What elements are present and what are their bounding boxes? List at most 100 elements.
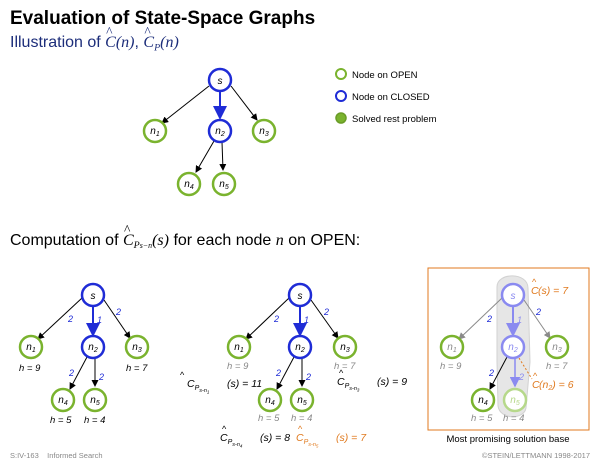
- node-label-n2: n2: [508, 342, 518, 354]
- node-n2: [207, 118, 233, 144]
- page-title: Evaluation of State-Space Graphs: [10, 8, 316, 29]
- annotation-n2-leader: [518, 357, 533, 380]
- node-n2: [287, 334, 313, 360]
- cost-n3-hat: ^: [339, 368, 344, 378]
- cost-n1-symbol: CPs-n1: [187, 378, 210, 395]
- h-n4: h = 5: [258, 413, 280, 424]
- edge-cost-n2-n5: 2: [518, 372, 524, 382]
- section-suffix: on OPEN:: [288, 232, 361, 249]
- cost-n3-value: (s) = 9: [377, 376, 407, 388]
- node-s: [207, 67, 233, 93]
- node-label-n1: n1: [150, 126, 160, 138]
- node-n5: [82, 387, 108, 413]
- node-label-n3: n3: [552, 342, 562, 354]
- node-label-n4: n4: [478, 395, 488, 407]
- node-n3: [251, 118, 277, 144]
- h-n4: h = 5: [50, 415, 72, 426]
- node-label-s: s: [298, 291, 303, 302]
- annotation-s: C ^ (s) = 7: [531, 277, 569, 297]
- legend-solved-icon: [335, 112, 347, 124]
- subtitle-prefix: Illustration of: [10, 34, 101, 51]
- edge-n2-n4: [489, 356, 508, 390]
- cost-n1-hat: ^: [180, 370, 185, 380]
- footer-copyright: ©STEIN/LETTMANN 1998-2017: [481, 451, 590, 460]
- edge-s-n3: [523, 299, 551, 339]
- subtitle-term-cp: CP(n): [143, 24, 178, 53]
- annotation-s-value: (s) = 7: [538, 285, 569, 297]
- edge-n2-n5: [219, 141, 227, 171]
- node-n4: [176, 171, 202, 197]
- node-n3: [332, 334, 358, 360]
- node-label-n1: n1: [447, 342, 457, 354]
- edge-cost-s-n2: 1: [97, 315, 102, 325]
- h-n1: h = 9: [440, 361, 462, 372]
- edge-n2-n4: [276, 356, 295, 390]
- edge-cost-s-n3: 2: [535, 307, 541, 317]
- edge-s-n3: [230, 85, 258, 121]
- edge-cost-s-n2: 1: [304, 315, 309, 325]
- edge-n2-n4: [195, 140, 215, 173]
- edge-s-n1: [458, 297, 503, 340]
- edge-s-n3: [310, 299, 339, 339]
- solution-base-caption: Most promising solution base: [446, 434, 569, 445]
- node-n4: [257, 387, 283, 413]
- node-n4: [470, 387, 496, 413]
- page-subtitle: Illustration of C(n), CP(n): [10, 24, 179, 53]
- cost-n5-value: (s) = 7: [336, 432, 367, 444]
- footer-left: S:IV-163 Informed Search: [10, 451, 103, 460]
- node-label-n3: n3: [259, 126, 269, 138]
- subtitle-term-c: C(n): [105, 24, 134, 51]
- edge-cost-n2-n4: 2: [68, 368, 74, 378]
- edge-cost-n2-n5: 2: [305, 372, 311, 382]
- h-n4: h = 5: [471, 413, 493, 424]
- graph-right: 2 1 2 2 2 s n1 n2 n3 n4 n5 h = 9 h = 7 h…: [427, 267, 590, 445]
- node-label-n1: n1: [234, 342, 244, 354]
- section-prefix: Computation of: [10, 232, 119, 249]
- node-label-s: s: [511, 291, 516, 302]
- legend-open-icon: [335, 68, 347, 80]
- section-middle: for each node: [173, 232, 272, 249]
- node-label-s: s: [218, 76, 223, 87]
- edge-cost-n2-n4: 2: [275, 368, 281, 378]
- annotation-n2-hat: ^: [533, 371, 538, 381]
- edge-cost-s-n3: 2: [115, 307, 121, 317]
- node-label-n2: n2: [88, 342, 98, 354]
- footer-slide-code: S:IV-163: [10, 451, 39, 460]
- h-n1: h = 9: [227, 361, 249, 372]
- annotation-s-symbol: C: [531, 285, 539, 297]
- edge-cost-s-n1: 2: [486, 314, 492, 324]
- edge-s-n1: [37, 297, 83, 340]
- node-n1: [142, 118, 168, 144]
- node-label-n4: n4: [265, 395, 275, 407]
- cost-n1-value: (s) = 11: [227, 378, 262, 390]
- node-label-n5: n5: [219, 179, 229, 191]
- node-n1: [439, 334, 465, 360]
- cost-n5-hat: ^: [298, 424, 303, 434]
- cost-n4-hat: ^: [222, 424, 227, 434]
- node-n2: [80, 334, 106, 360]
- h-n3: h = 7: [126, 363, 148, 374]
- node-label-n3: n3: [132, 342, 142, 354]
- node-label-n5: n5: [90, 395, 100, 407]
- edge-cost-s-n2: 1: [517, 315, 522, 325]
- cost-n4: CPs-n4 ^ (s) = 8: [220, 424, 290, 449]
- node-label-n4: n4: [58, 395, 68, 407]
- top-graph: s n1 n2 n3 n4 n5: [142, 67, 277, 197]
- node-label-n2: n2: [295, 342, 305, 354]
- node-n2: [500, 334, 526, 360]
- node-n5: [502, 387, 528, 413]
- edge-s-n1: [245, 297, 290, 340]
- legend-closed-label: Node on CLOSED: [352, 92, 430, 103]
- graph-left: 2 1 2 2 2 s n1 n2 n3 n4 n5 h = 9 h = 7 h…: [18, 282, 150, 426]
- legend-solved-label: Solved rest problem: [352, 114, 437, 125]
- node-label-n2: n2: [215, 126, 225, 138]
- legend: Node on OPEN Node on CLOSED Solved rest …: [335, 68, 437, 125]
- legend-open-label: Node on OPEN: [352, 70, 418, 81]
- cost-n4-value: (s) = 8: [260, 432, 290, 444]
- edge-s-n1: [161, 85, 210, 124]
- section-term: CPs−n(s): [123, 222, 169, 251]
- section-heading: Computation of CPs−n(s) for each node n …: [10, 222, 361, 251]
- edge-cost-s-n3: 2: [323, 307, 329, 317]
- node-label-n4: n4: [184, 179, 194, 191]
